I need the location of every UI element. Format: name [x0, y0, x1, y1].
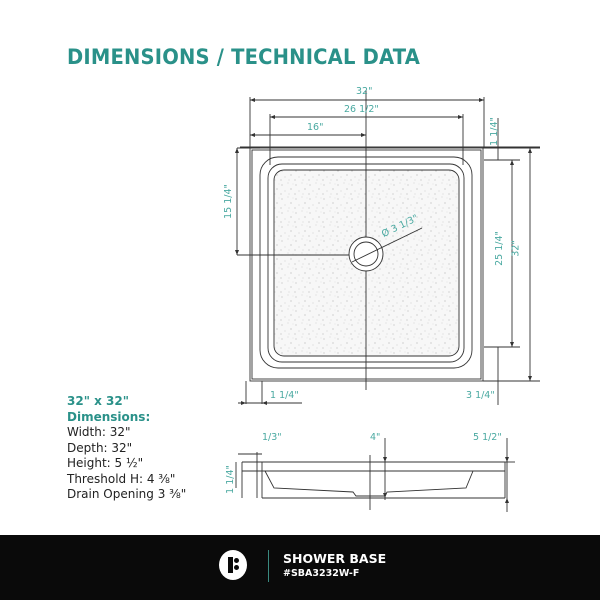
dim-drain-center-x: 16" [307, 122, 324, 133]
spec-depth: Depth: 32" [67, 440, 133, 455]
dim-inner-width: 26 1/2" [344, 104, 379, 115]
dim-flange-height: 1 1/4" [224, 465, 236, 494]
spec-list: 32" x 32" Dimensions: Width: 32" Depth: … [67, 394, 186, 503]
dim-wall-thickness: 1/3" [262, 432, 282, 443]
dim-overall-depth: 32" [510, 240, 522, 257]
spec-heading: Dimensions: [67, 409, 151, 424]
dim-top-flange: 1 1/4" [488, 117, 500, 146]
dim-left-flange: 1 1/4" [270, 390, 299, 401]
spec-height: Height: 5 ½" [67, 456, 144, 470]
dim-drain-height: 4" [370, 432, 381, 443]
technical-drawing [235, 90, 540, 512]
side-basin-profile [264, 470, 474, 497]
dim-inner-depth: 25 1/4" [493, 231, 505, 266]
spec-size: 32" x 32" [67, 394, 129, 408]
product-name: SHOWER BASE [283, 551, 387, 566]
footer-bar: SHOWER BASE #SBA3232W-F [0, 535, 600, 600]
product-sku: #SBA3232W-F [283, 568, 360, 579]
footer-divider [268, 550, 269, 582]
dim-overall-width: 32" [356, 86, 373, 97]
page-title: DIMENSIONS / TECHNICAL DATA [67, 45, 421, 69]
spec-threshold: Threshold H: 4 ⅜" [67, 471, 176, 486]
spec-width: Width: 32" [67, 425, 131, 439]
dim-overall-height: 5 1/2" [473, 432, 502, 443]
drain-diameter-leader [351, 227, 423, 263]
spec-drain-opening: Drain Opening 3 ⅜" [67, 487, 187, 501]
brand-logo-icon [219, 550, 247, 580]
drain-inner [353, 241, 379, 267]
dim-right-offset: 3 1/4" [466, 390, 495, 401]
dim-drain-center-y: 15 1/4" [222, 184, 234, 219]
base-outline [249, 147, 484, 382]
